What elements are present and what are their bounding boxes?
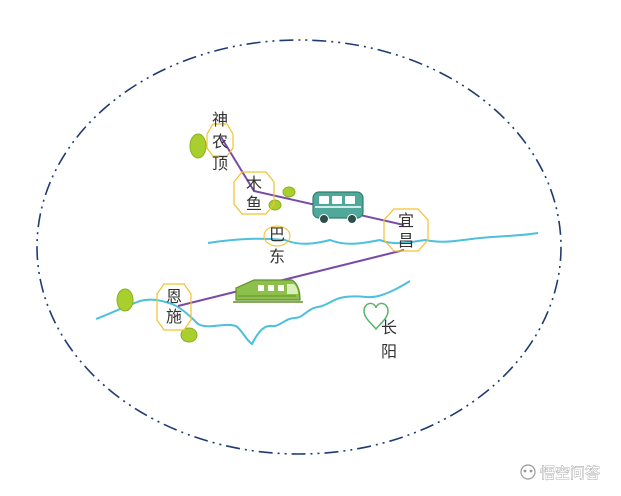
marker-yichang	[383, 208, 429, 252]
place-char: 鱼	[246, 194, 262, 213]
watermark-logo-icon	[520, 464, 536, 480]
watermark: 悟空问答	[520, 464, 600, 482]
place-shennongding: 神 农 顶	[212, 110, 228, 173]
place-char: 阳	[381, 342, 397, 361]
qingjiang-river	[95, 280, 411, 346]
place-char: 施	[166, 307, 182, 326]
tree-icon	[282, 186, 296, 198]
place-muyu: 木 鱼	[246, 174, 262, 213]
watermark-text: 悟空问答	[540, 464, 600, 482]
place-char: 东	[269, 247, 285, 266]
place-char: 顶	[212, 154, 228, 173]
place-char: 神	[212, 110, 228, 129]
place-char: 木	[246, 174, 262, 193]
place-char: 恩	[166, 287, 182, 306]
place-enshi: 恩 施	[166, 287, 182, 326]
heart-icon	[363, 302, 389, 331]
place-char: 昌	[398, 231, 414, 250]
place-changyang: 长 阳	[381, 318, 397, 361]
place-char: 宜	[398, 211, 414, 230]
marker-badong	[263, 225, 291, 247]
tree-icon	[116, 288, 134, 312]
yangtze-river	[207, 232, 539, 245]
tree-icon	[268, 199, 282, 211]
bus-icon	[312, 191, 364, 224]
place-char: 农	[212, 132, 228, 151]
place-char: 巴	[269, 225, 285, 244]
route-yichang-enshi	[177, 249, 405, 307]
place-badong: 巴 东	[269, 225, 285, 266]
marker-shennongding	[206, 123, 234, 157]
map-border	[36, 39, 562, 455]
tree-icon	[180, 327, 198, 343]
tree-icon	[189, 133, 207, 159]
place-char: 长	[381, 318, 397, 337]
marker-muyu	[233, 171, 275, 215]
train-icon	[233, 279, 303, 303]
marker-enshi	[156, 283, 192, 331]
place-yichang: 宜 昌	[398, 211, 414, 250]
